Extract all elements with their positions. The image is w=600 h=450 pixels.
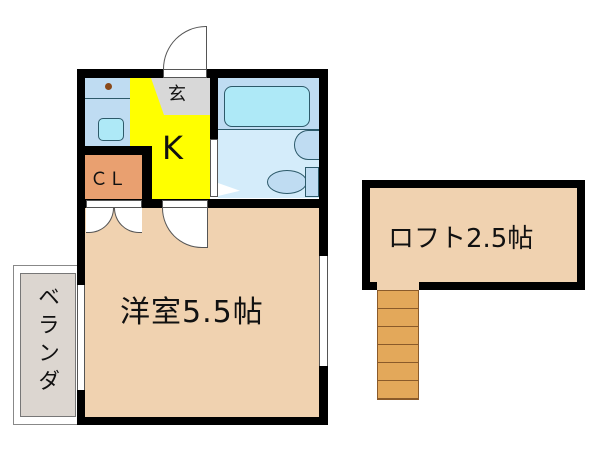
- wall-left: [77, 69, 85, 424]
- veranda: [20, 273, 76, 417]
- loft-label: ロフト2.5帖: [388, 224, 534, 254]
- kitchen-label: K: [162, 129, 183, 167]
- western-room-label: 洋室5.5帖: [120, 295, 264, 330]
- closet-door-opening[interactable]: [86, 200, 142, 208]
- wall-closet-top: [77, 146, 152, 155]
- toilet-bowl-icon: [267, 170, 307, 194]
- wall-top-right: [207, 69, 328, 78]
- loft: [362, 180, 585, 290]
- outlet-icon: [105, 83, 112, 90]
- bath-door[interactable]: [210, 139, 218, 197]
- veranda-label: ベランダ: [34, 285, 59, 397]
- loft-opening: [377, 282, 419, 290]
- wall-right: [319, 69, 328, 424]
- wall-bottom: [77, 417, 328, 425]
- washbasin-icon: [294, 130, 322, 160]
- wall-kitchen-bath: [210, 69, 218, 139]
- wall-top-left: [77, 69, 163, 78]
- washroom-divider: [85, 98, 130, 99]
- loft-stairs[interactable]: [377, 290, 419, 400]
- entrance-door[interactable]: [163, 26, 207, 69]
- genkan-label: 玄: [168, 84, 186, 105]
- sink-icon: [98, 118, 124, 141]
- closet-label: ＣＬ: [90, 169, 126, 190]
- entrance-door-opening[interactable]: [163, 69, 207, 78]
- window-left[interactable]: [77, 285, 85, 390]
- bathtub-icon: [224, 86, 310, 127]
- toilet-tank-icon: [305, 167, 319, 197]
- room-door-opening[interactable]: [162, 200, 208, 208]
- wall-closet-right: [142, 146, 152, 208]
- window-right[interactable]: [319, 256, 328, 366]
- closet: [85, 155, 142, 201]
